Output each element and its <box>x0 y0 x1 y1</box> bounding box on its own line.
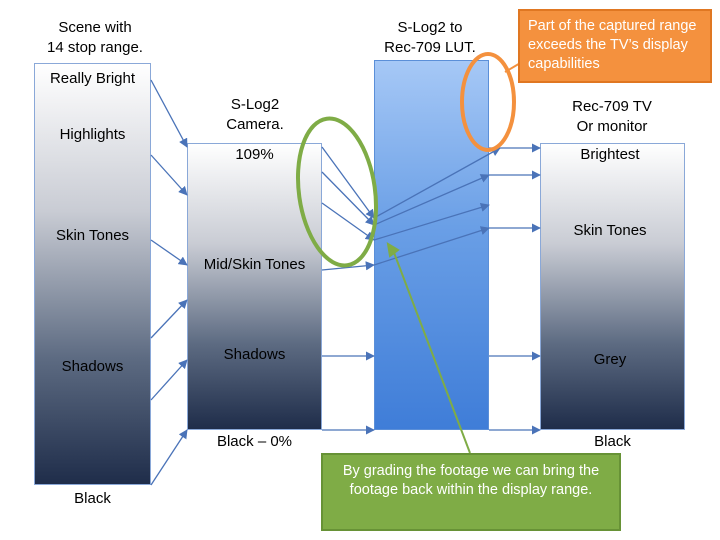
arrow-lut-diag-3 <box>373 203 490 241</box>
lut-bar <box>374 60 489 430</box>
arrow-scene-shadows-1 <box>150 299 188 339</box>
arrow-scene-shadows-2 <box>150 359 188 401</box>
orange-callout: Part of the captured range exceeds the T… <box>518 9 712 83</box>
orange-highlight-ellipse <box>460 52 516 152</box>
arrow-scene-skin <box>150 239 188 266</box>
arrow-scene-highlights <box>150 154 188 196</box>
arrow-cam-mid <box>321 261 375 271</box>
scene-title: Scene with 14 stop range. <box>47 19 143 56</box>
arrow-scene-black <box>150 429 188 486</box>
scene-label-black: Black <box>74 490 111 507</box>
lut-title: S-Log2 to Rec-709 LUT. <box>384 19 476 56</box>
tv-title: Rec-709 TV Or monitor <box>572 98 652 135</box>
arrow-lut-diag-1 <box>373 147 501 219</box>
arrow-cam-top-2 <box>321 171 375 226</box>
arrow-scene-bright <box>150 79 188 148</box>
tv-label-grey: Grey <box>593 351 627 368</box>
camera-title: S-Log2 Camera. <box>226 96 284 133</box>
camera-label-black: Black – 0% <box>216 433 293 450</box>
tv-range-bar <box>540 143 685 430</box>
arrow-cam-top-3 <box>321 202 375 241</box>
tv-label-black: Black <box>594 433 631 450</box>
arrow-lut-diag-4 <box>373 226 490 266</box>
camera-label-shadows: Shadows <box>223 346 286 363</box>
scene-label-highlights: Highlights <box>59 126 126 143</box>
camera-label-mid-skin: Mid/Skin Tones <box>203 256 306 273</box>
green-pointer <box>392 249 471 454</box>
green-callout: By grading the footage we can bring the … <box>321 453 621 531</box>
camera-label-109: 109% <box>235 146 274 163</box>
scene-label-shadows: Shadows <box>61 358 124 375</box>
tv-label-skin-tones: Skin Tones <box>573 222 647 239</box>
scene-range-bar <box>34 63 151 485</box>
scene-label-skin-tones: Skin Tones <box>55 227 130 244</box>
tv-label-brightest: Brightest <box>580 146 640 163</box>
green-highlight-ellipse <box>295 116 379 268</box>
arrow-lut-diag-2 <box>373 174 490 226</box>
scene-label-really-bright: Really Bright <box>49 70 136 87</box>
arrow-cam-top-1 <box>321 146 375 219</box>
